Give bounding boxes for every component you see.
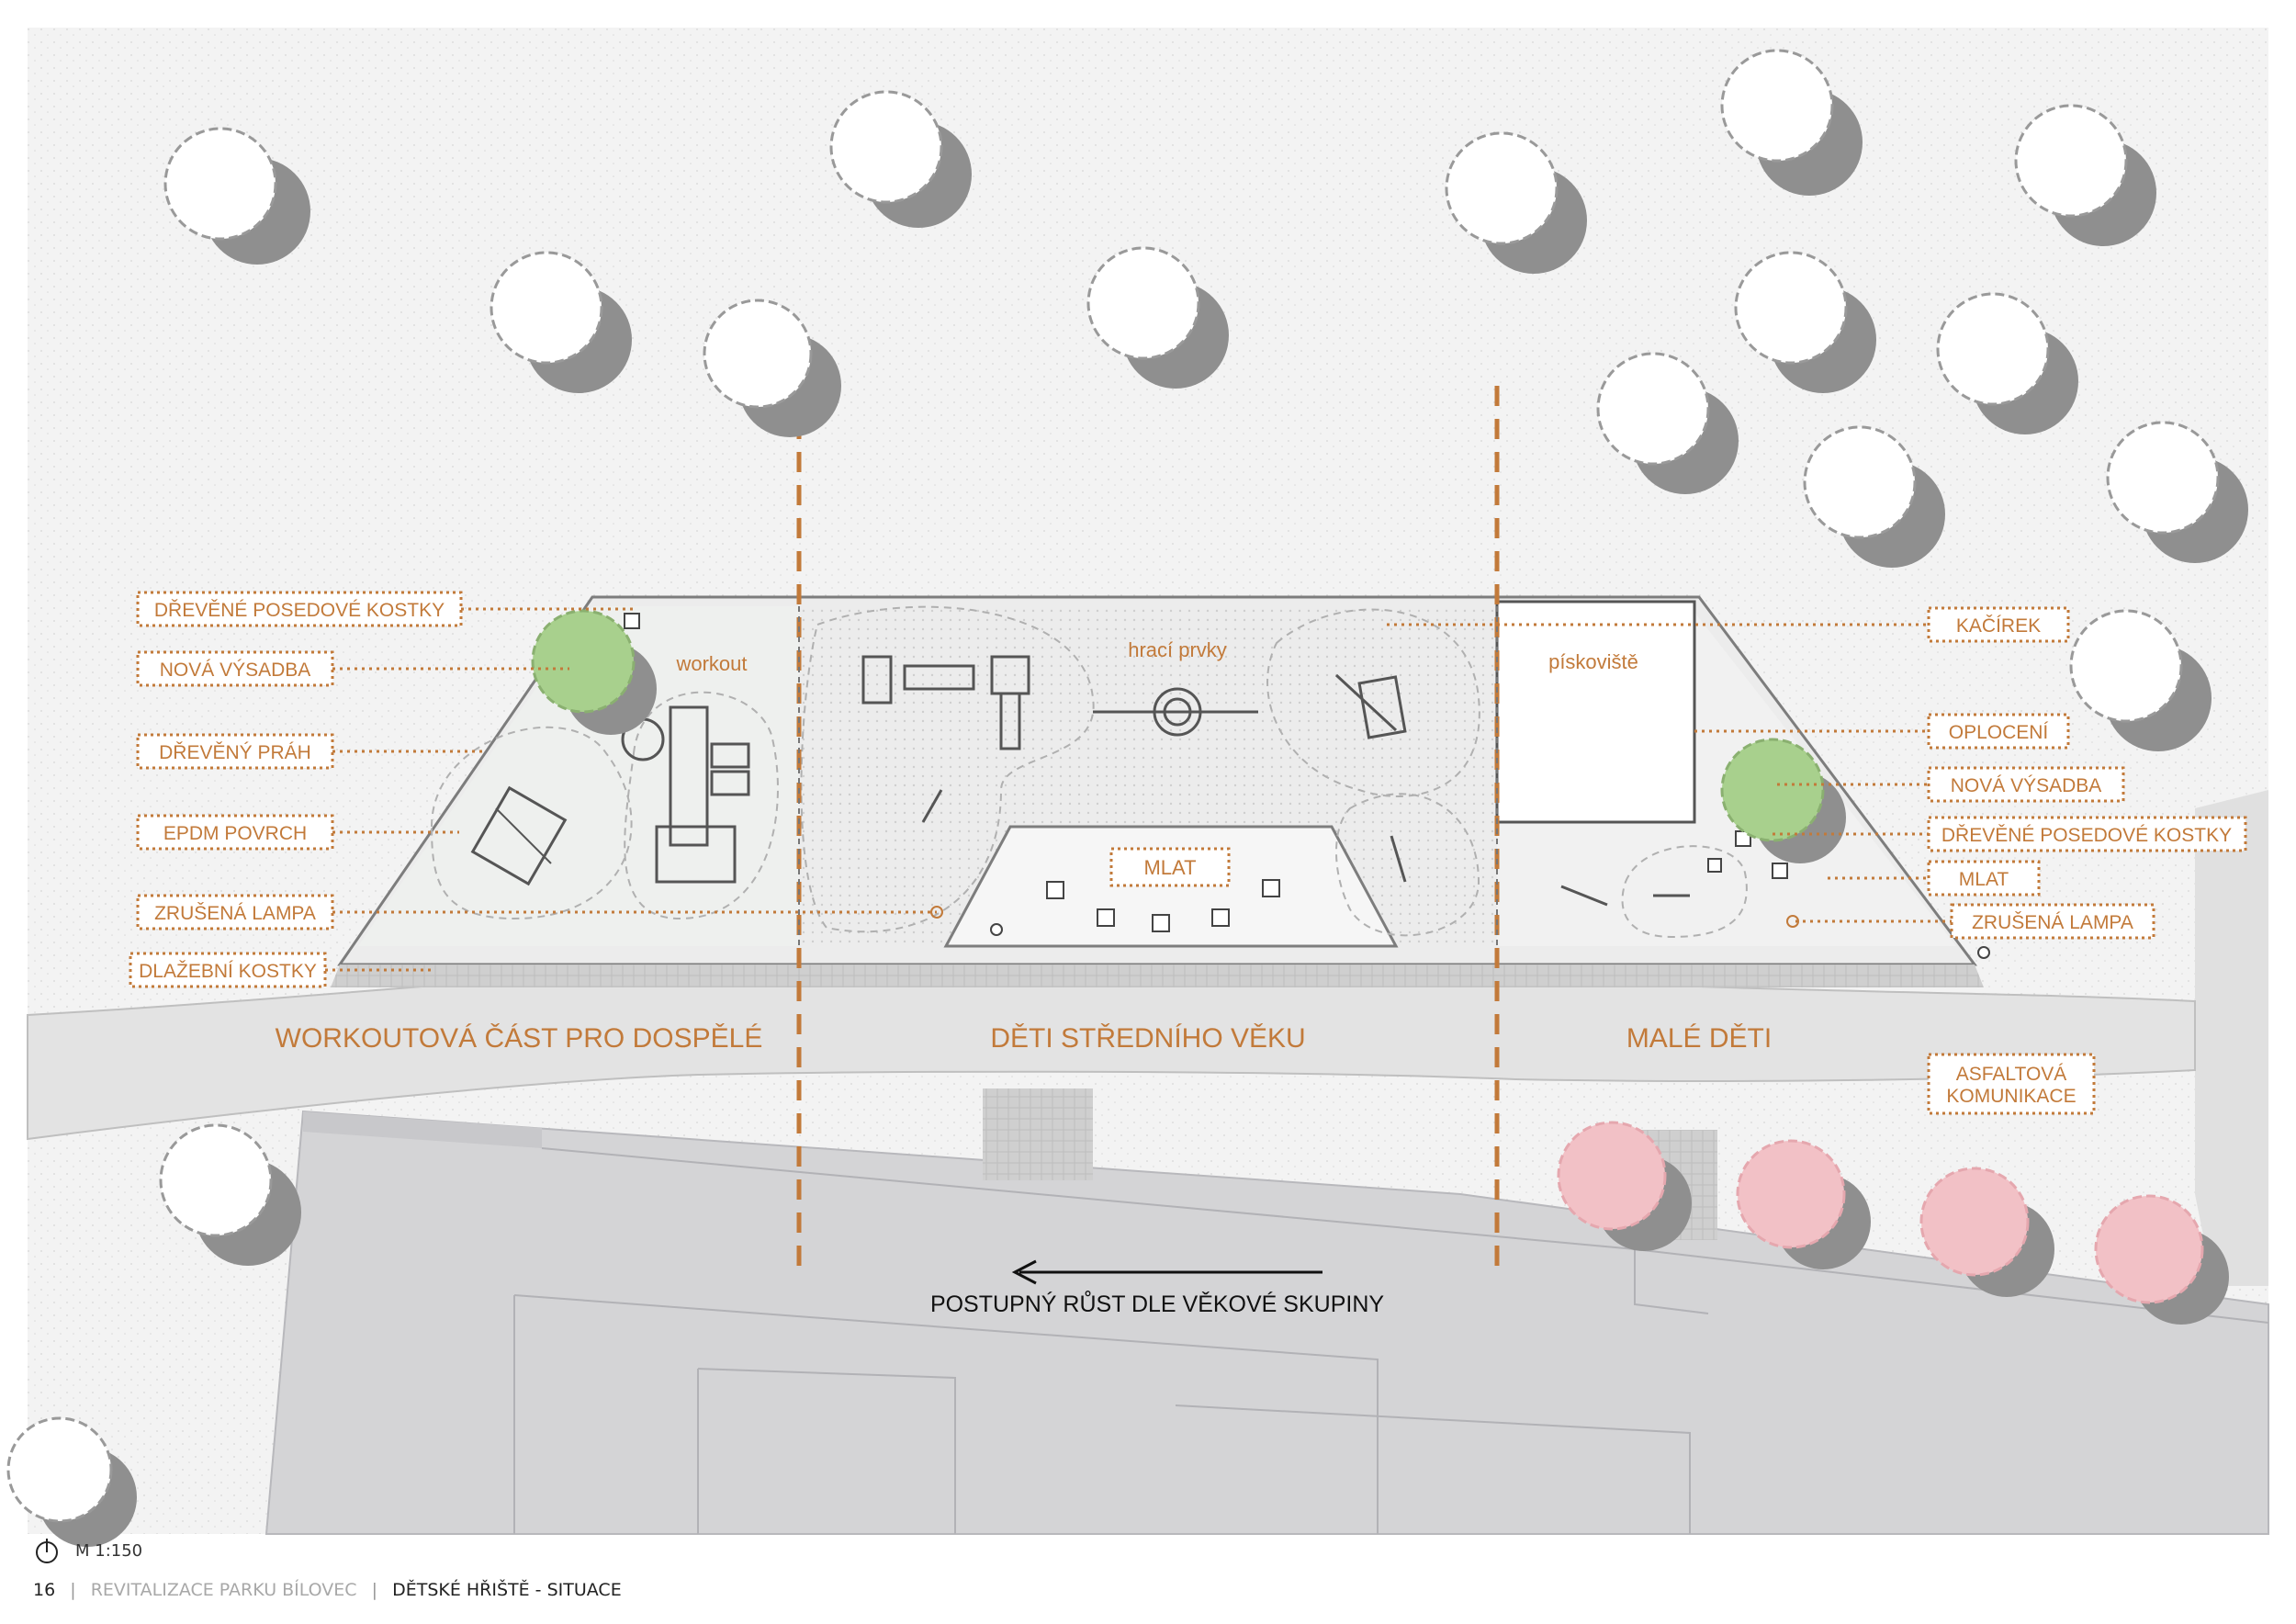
growth-arrow (1011, 1259, 1322, 1285)
scale-label: M 1:150 (75, 1540, 143, 1561)
label-left-2: DŘEVĚNÝ PRÁH (136, 733, 487, 770)
blossom-tree-icon (1919, 1167, 2054, 1297)
label-right-1: OPLOCENÍ (1694, 713, 2070, 750)
new-tree-icon (531, 609, 657, 735)
label-left-0: DŘEVĚNÉ POSEDOVÉ KOSTKY (136, 591, 634, 627)
tree-icon (2106, 421, 2248, 563)
footer-sheet-title: DĚTSKÉ HŘIŠTĚ - SITUACE (392, 1580, 622, 1600)
building-edge (303, 1111, 542, 1148)
footer-separator: | (70, 1580, 76, 1600)
blossom-tree-icon (1736, 1139, 1871, 1269)
tree-icon (6, 1416, 137, 1547)
play-surfaces (430, 605, 1748, 939)
svg-text:NOVÁ VÝSADBA: NOVÁ VÝSADBA (1951, 775, 2102, 796)
new-tree-icon (1720, 738, 1846, 863)
svg-text:DLAŽEBNÍ KOSTKY: DLAŽEBNÍ KOSTKY (139, 961, 317, 982)
footer-page-number: 16 (33, 1580, 56, 1600)
tree-icon (2014, 104, 2156, 246)
section-label-small: MALÉ DĚTI (1626, 1023, 1772, 1054)
svg-text:ASFALTOVÁ: ASFALTOVÁ (1956, 1064, 2067, 1085)
tree-icon (703, 299, 841, 437)
tree-icon (1596, 352, 1739, 494)
tree-icon (1720, 49, 1863, 196)
tree-icon (1803, 425, 1945, 568)
trees-blossom (1557, 1121, 2229, 1325)
section-label-middle: DĚTI STŘEDNÍHO VĚKU (990, 1023, 1305, 1054)
paving-strip-left (983, 1088, 1093, 1180)
north-arrow-icon (36, 1539, 58, 1563)
paving-edge (331, 964, 1984, 987)
labels-left: DŘEVĚNÉ POSEDOVÉ KOSTKY NOVÁ VÝSADBA DŘE… (129, 591, 943, 988)
building (264, 1110, 2269, 1535)
tree-icon (1445, 131, 1587, 274)
label-right-5: ZRUŠENÁ LAMPA (1786, 903, 2155, 940)
label-right-0: KAČÍREK (1387, 606, 2070, 643)
sandpit (1495, 600, 1696, 824)
label-left-4: ZRUŠENÁ LAMPA (136, 894, 943, 930)
zone-label-workout: workout (675, 652, 747, 675)
svg-text:KOMUNIKACE: KOMUNIKACE (1946, 1086, 2076, 1107)
zone-label-sandpit: pískoviště (1548, 650, 1638, 673)
svg-text:MLAT: MLAT (1959, 869, 2009, 890)
tree-icon (1936, 292, 2078, 434)
svg-text:ZRUŠENÁ LAMPA: ZRUŠENÁ LAMPA (154, 903, 316, 924)
svg-text:DŘEVĚNÝ PRÁH: DŘEVĚNÝ PRÁH (159, 742, 311, 763)
zone-label-play: hrací prvky (1128, 638, 1227, 661)
trees-new (531, 609, 1846, 863)
mlat-center-box (1109, 847, 1231, 887)
tree-icon (163, 127, 310, 265)
svg-text:ZRUŠENÁ LAMPA: ZRUŠENÁ LAMPA (1972, 912, 2133, 933)
section-label-adults: WORKOUTOVÁ ČÁST PRO DOSPĚLÉ (276, 1022, 763, 1054)
workout-zone (358, 606, 799, 946)
footer: 16 | REVITALIZACE PARKU BÍLOVEC | DĚTSKÉ… (33, 1580, 622, 1600)
tree-icon (829, 90, 972, 228)
label-left-5: DLAŽEBNÍ KOSTKY (129, 952, 432, 988)
label-right-4: MLAT (1828, 860, 2041, 897)
scale-info: M 1:150 (33, 1537, 142, 1564)
blossom-tree-icon (1557, 1121, 1692, 1251)
svg-text:DŘEVĚNÉ POSEDOVÉ KOSTKY: DŘEVĚNÉ POSEDOVÉ KOSTKY (1941, 825, 2232, 846)
tree-icon (1086, 246, 1229, 389)
svg-text:EPDM POVRCH: EPDM POVRCH (163, 823, 307, 844)
labels-right: KAČÍREK OPLOCENÍ NOVÁ VÝSADBA DŘEVĚNÉ PO… (1387, 606, 2247, 1115)
label-right-3: DŘEVĚNÉ POSEDOVÉ KOSTKY (1773, 816, 2247, 852)
side-road (2195, 790, 2268, 1286)
tree-icon (1734, 251, 1876, 393)
footer-separator: | (371, 1580, 378, 1600)
growth-arrow-caption: POSTUPNÝ RŮST DLE VĚKOVÉ SKUPINY (930, 1289, 1384, 1317)
svg-text:DŘEVĚNÉ POSEDOVÉ KOSTKY: DŘEVĚNÉ POSEDOVÉ KOSTKY (154, 600, 445, 621)
label-left-3: EPDM POVRCH (136, 814, 459, 851)
svg-text:NOVÁ VÝSADBA: NOVÁ VÝSADBA (160, 660, 311, 681)
svg-text:OPLOCENÍ: OPLOCENÍ (1949, 722, 2049, 743)
blossom-tree-icon (2094, 1194, 2229, 1325)
mlat-center-label: MLAT (1143, 856, 1196, 879)
label-left-1: NOVÁ VÝSADBA (136, 650, 569, 687)
trees-existing (6, 49, 2248, 1547)
seating-cubes (624, 613, 1990, 959)
label-right-2: NOVÁ VÝSADBA (1777, 766, 2125, 803)
play-equipment (470, 655, 1690, 907)
tree-icon (2069, 609, 2212, 751)
tree-icon (159, 1123, 301, 1266)
footer-project: REVITALIZACE PARKU BÍLOVEC (90, 1580, 357, 1600)
tree-icon (490, 251, 632, 393)
svg-text:KAČÍREK: KAČÍREK (1956, 615, 2041, 637)
label-road: ASFALTOVÁ KOMUNIKACE (1927, 1053, 2096, 1115)
